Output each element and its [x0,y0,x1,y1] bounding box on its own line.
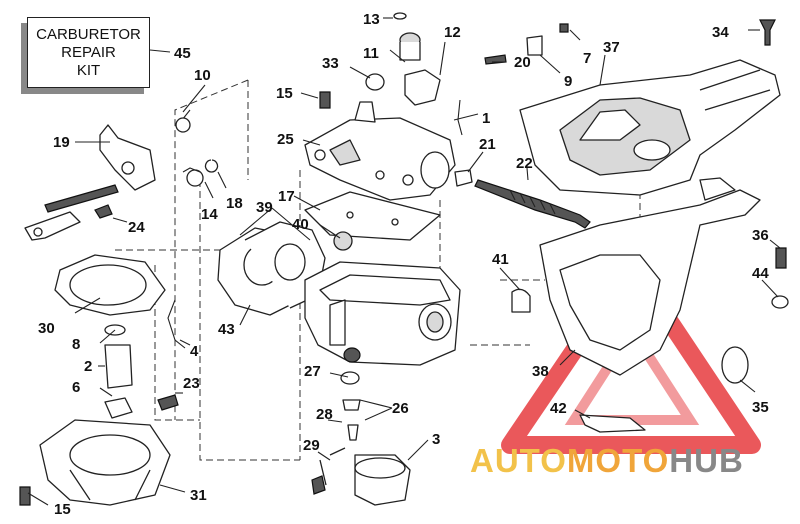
callout-38: 38 [532,363,549,380]
callout-18: 18 [226,195,243,212]
callout-2: 2 [84,358,92,375]
callout-7: 7 [583,50,591,67]
part-37-silencer-cover [519,59,781,196]
callout-27: 27 [304,363,321,380]
callout-45: 45 [174,45,191,62]
watermark-auto: AUTO [470,442,567,479]
callout-23: 23 [183,375,200,392]
kit-label-line-2: REPAIR [61,44,116,61]
callout-35: 35 [752,399,769,416]
callout-21: 21 [479,136,496,153]
callout-40: 40 [292,216,309,233]
callout-31: 31 [190,487,207,504]
callout-9: 9 [564,73,572,90]
callout-20: 20 [514,54,531,71]
callout-28: 28 [316,406,333,423]
lower-center-parts [311,371,411,506]
callout-11: 11 [363,45,379,62]
repair-kit-label: CARBURETOR REPAIR KIT [28,26,149,80]
callout-34: 34 [712,24,729,41]
watermark-moto: MOTO [566,442,670,479]
carburetor-main-body [304,261,461,366]
callout-30: 30 [38,320,55,337]
callout-3: 3 [432,431,440,448]
kit-label-line-3: KIT [76,62,101,79]
part-43-intake-gaskets [217,221,326,316]
callout-numbers: 1 2 3 4 6 7 8 9 10 11 12 13 14 15 15 17 … [38,11,769,518]
callout-15-top: 15 [276,85,293,102]
callout-24: 24 [128,219,145,236]
float-parts [104,299,186,419]
callout-8: 8 [72,336,80,353]
callout-15-bottom: 15 [54,501,71,518]
callout-29: 29 [303,437,320,454]
leader-lines [27,17,781,506]
callout-37: 37 [603,39,620,56]
part-19-throttle-lever [44,124,156,213]
part-31-float-bowl [39,419,171,506]
small-parts [24,109,219,241]
callout-17: 17 [278,188,295,205]
callout-26: 26 [392,400,409,417]
callout-43: 43 [218,321,235,338]
callout-41: 41 [492,251,509,268]
part-38-air-box [539,177,761,376]
part-34-screw [759,19,776,46]
automotohub-watermark: AUTOMOTOHUB [470,442,744,480]
callout-13: 13 [363,11,380,28]
callout-39: 39 [256,199,273,216]
callout-10: 10 [194,67,211,84]
callout-14: 14 [201,206,218,223]
part-17-gasket [304,191,441,241]
callout-4: 4 [190,343,199,360]
callout-19: 19 [53,134,70,151]
watermark-hub: HUB [669,442,744,479]
part-25-upper-body [304,101,456,201]
washers-and-screws [19,73,473,506]
part-22-needle-valve [474,179,591,229]
callout-44: 44 [752,265,769,282]
callout-25: 25 [277,131,294,148]
callout-36: 36 [752,227,769,244]
callout-22: 22 [516,155,533,172]
callout-42: 42 [550,400,567,417]
carburetor-repair-kit-box: CARBURETOR REPAIR KIT [27,17,150,88]
callout-33: 33 [322,55,339,72]
callout-1: 1 [482,110,490,127]
callout-6: 6 [72,379,80,396]
kit-label-line-1: CARBURETOR [36,26,141,43]
part-11-12-fittings [393,12,569,136]
part-30-float-bowl-gasket [54,254,166,316]
callout-12: 12 [444,24,461,41]
right-side-parts [511,247,789,433]
